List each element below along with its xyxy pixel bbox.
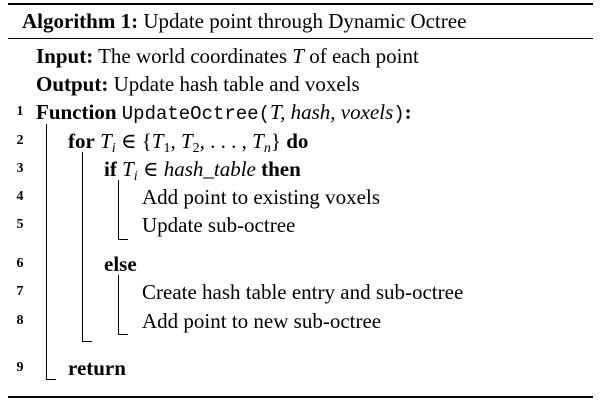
- set-open: {: [141, 129, 152, 153]
- statement-line: Update sub-octree: [142, 213, 296, 237]
- for-keyword: for: [68, 129, 95, 153]
- paren-open: (: [258, 103, 270, 125]
- return-keyword: return: [68, 356, 126, 380]
- function-block-bar: [46, 124, 48, 380]
- input-line: Input: The world coordinates T of each p…: [36, 42, 419, 70]
- function-line: Function UpdateOctree(T, hash, voxels):: [36, 98, 412, 126]
- line-number: 2: [16, 133, 24, 148]
- in-symbol: ∈: [142, 157, 159, 181]
- in-symbol: ∈: [120, 129, 137, 153]
- output-text: Update hash table and voxels: [113, 72, 360, 96]
- statement-line: Add point to existing voxels: [142, 185, 380, 209]
- input-label: Input:: [36, 44, 94, 68]
- if-var: T: [122, 157, 134, 181]
- then-block-bar: [118, 180, 120, 240]
- for-line: for Ti ∈ {T1, T2, . . . , Tn} do: [68, 127, 309, 156]
- input-text-a: The world coordinates: [98, 44, 288, 68]
- line-number: 1: [16, 104, 24, 119]
- line-number: 5: [16, 217, 24, 232]
- function-keyword: Function: [36, 100, 117, 124]
- then-keyword: then: [261, 157, 301, 181]
- set-sub: 1: [163, 141, 171, 156]
- function-args: T, hash, voxels: [270, 100, 394, 124]
- for-var: T: [100, 129, 112, 153]
- function-block-foot: [46, 379, 56, 381]
- input-var: T: [292, 44, 304, 68]
- statement-line: Add point to new sub-octree: [142, 309, 382, 333]
- else-block-bar: [118, 275, 120, 335]
- for-block-bar: [82, 152, 84, 342]
- for-var-sub: i: [111, 141, 116, 156]
- line-number: 3: [16, 161, 24, 176]
- input-text-b: of each point: [309, 44, 419, 68]
- hash-table-var: hash_table: [163, 157, 256, 181]
- line-number: 9: [16, 360, 24, 375]
- statement-line: Create hash table entry and sub-octree: [142, 280, 464, 304]
- top-rule: [8, 3, 593, 5]
- set-sub: n: [263, 141, 271, 156]
- output-line: Output: Update hash table and voxels: [36, 70, 360, 98]
- function-name: UpdateOctree: [121, 103, 259, 125]
- for-block-foot: [82, 341, 92, 343]
- then-block-foot: [118, 239, 128, 241]
- set-item: T: [180, 129, 193, 153]
- header-rule: [8, 38, 593, 40]
- algorithm-title: Update point through Dynamic Octree: [143, 9, 467, 33]
- line-number: 7: [16, 284, 24, 299]
- algorithm-caption: Algorithm 1: Update point through Dynami…: [22, 7, 466, 35]
- else-keyword: else: [104, 252, 137, 276]
- if-var-sub: i: [133, 169, 138, 184]
- set-comma: ,: [170, 129, 176, 153]
- set-sub: 2: [192, 141, 200, 156]
- line-number: 6: [16, 256, 24, 271]
- bottom-rule: [8, 396, 593, 398]
- if-keyword: if: [104, 157, 117, 181]
- function-colon: :: [404, 100, 412, 124]
- else-block-foot: [118, 334, 128, 336]
- set-ellipsis: , . . . ,: [199, 129, 247, 153]
- set-close: }: [270, 129, 281, 153]
- output-label: Output:: [36, 72, 109, 96]
- paren-close: ): [393, 103, 405, 125]
- algorithm-label: Algorithm 1:: [22, 9, 139, 33]
- set-item: T: [151, 129, 164, 153]
- set-item: T: [252, 129, 264, 153]
- line-number: 4: [16, 189, 24, 204]
- do-keyword: do: [286, 129, 309, 153]
- if-line: if Ti ∈ hash_table then: [104, 155, 301, 184]
- line-number: 8: [16, 313, 24, 328]
